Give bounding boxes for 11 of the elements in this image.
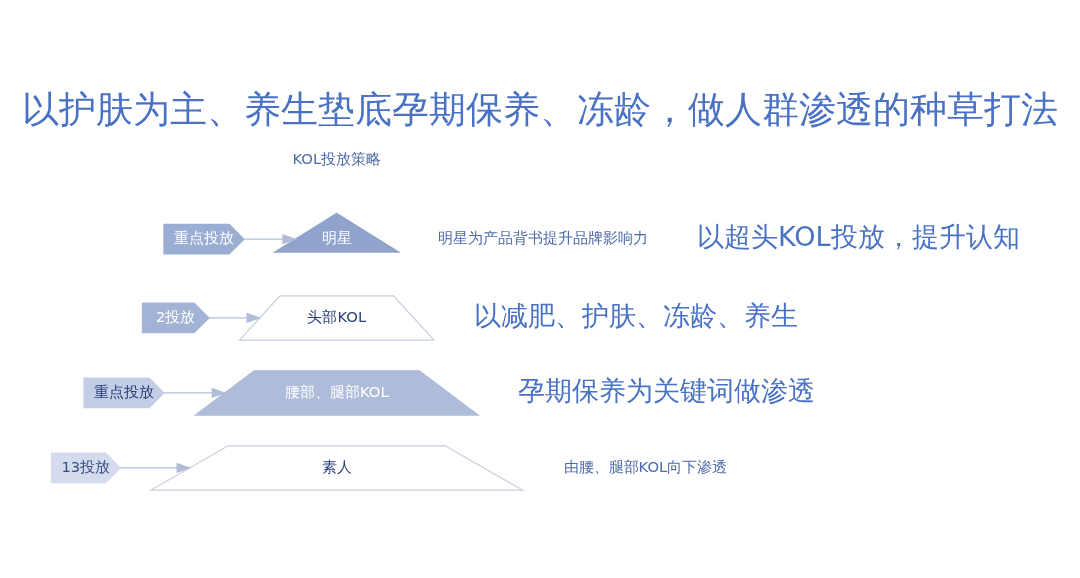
label: 明星为产品背书提升品牌影响力 — [438, 229, 649, 246]
arrow — [163, 387, 227, 399]
arrow — [208, 312, 262, 324]
arrow — [243, 234, 298, 245]
label: 孕期保养为关键词做渗透 — [517, 374, 815, 406]
label: 以超头KOL投放，提升认知 — [696, 221, 1020, 253]
arrow — [120, 462, 192, 474]
diagram-title: 以护肤为主、养生垫底孕期保养、冻龄，做人群渗透的种草打法 — [22, 88, 1058, 132]
label: KOL投放策略 — [292, 150, 382, 168]
label: 以减肥、护肤、冻龄、养生 — [473, 299, 798, 331]
label: 由腰、腿部KOL向下渗透 — [563, 457, 728, 475]
